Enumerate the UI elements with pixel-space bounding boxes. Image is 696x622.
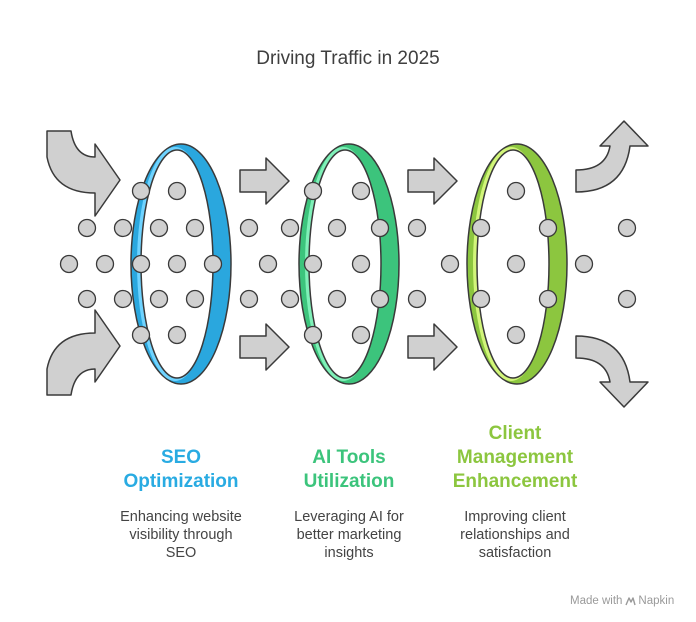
stage-description-seo: Enhancing website visibility through SEO [106,508,256,562]
traffic-dot [131,254,151,274]
traffic-dot [303,325,323,345]
traffic-dot [538,289,558,309]
stage-title-line: Management [456,447,574,468]
traffic-dot [407,289,427,309]
traffic-dot [113,218,133,238]
traffic-dot [167,181,187,201]
footer-brand: Napkin [625,595,674,607]
stage-description-line: insights [324,545,374,561]
traffic-dot [471,218,491,238]
stage-title-line: Utilization [303,471,395,492]
footer-brand-name: Napkin [638,595,675,607]
traffic-dot [370,218,390,238]
traffic-dot [280,289,300,309]
traffic-dot [167,325,187,345]
stage-title-line: SEO [160,447,202,468]
entry-arrow-top [46,130,121,217]
traffic-dot [303,181,323,201]
traffic-dot [303,254,323,274]
stage-description-client-management: Improving client relationships and satis… [440,508,590,562]
stage-description-line: satisfaction [478,545,552,561]
traffic-dot [113,289,133,309]
traffic-dot [574,254,594,274]
flow-arrow-1-bottom [239,323,290,371]
diagram-title: Driving Traffic in 2025 [256,48,440,69]
traffic-dot [351,325,371,345]
stage-description-line: relationships and [460,527,570,543]
traffic-dot [617,289,637,309]
traffic-dot [149,218,169,238]
traffic-dot [239,218,259,238]
stage-title-line: AI Tools [312,447,386,468]
footer-credit: Made with Napkin [570,595,674,607]
stage-title-line: Optimization [123,471,239,492]
traffic-dots [59,218,637,309]
traffic-dot [77,289,97,309]
flow-arrow-2-top [407,157,458,205]
napkin-logo-icon [625,596,637,605]
stage-description-line: Enhancing website [120,509,242,525]
traffic-dot [327,218,347,238]
traffic-dot [506,254,526,274]
stage-title-line: Client [488,423,542,444]
traffic-dot [440,254,460,274]
stage-description-ai-tools: Leveraging AI for better marketing insig… [274,508,424,562]
exit-arrow-bottom [575,335,649,408]
traffic-dot [149,289,169,309]
traffic-dot [280,218,300,238]
stage-title-client-management: Client Management Enhancement [425,422,605,494]
traffic-dot [239,289,259,309]
stage-description-line: SEO [165,545,197,561]
traffic-dot [617,218,637,238]
traffic-dot [471,289,491,309]
traffic-dot [327,289,347,309]
traffic-dot [538,218,558,238]
traffic-dot [351,181,371,201]
traffic-dot [258,254,278,274]
traffic-dot [351,254,371,274]
traffic-dot [370,289,390,309]
stage-title-seo: SEO Optimization [91,446,271,494]
traffic-dot [131,181,151,201]
footer-made-with: Made with [570,595,623,607]
traffic-dot [95,254,115,274]
entry-arrow-bottom [46,309,121,396]
stage-description-line: Improving client [464,509,566,525]
flow-arrow-1-top [239,157,290,205]
traffic-dot [59,254,79,274]
stage-description-line: visibility through [129,527,233,543]
stage-description-line: better marketing [296,527,402,543]
flow-arrow-2-bottom [407,323,458,371]
traffic-dot [185,218,205,238]
ring-dots [131,181,558,345]
traffic-dot [506,325,526,345]
stage-description-line: Leveraging AI for [294,509,404,525]
traffic-dot [407,218,427,238]
traffic-dot [203,254,223,274]
traffic-dot [506,181,526,201]
traffic-dot [131,325,151,345]
traffic-dot [167,254,187,274]
traffic-dot [77,218,97,238]
stage-title-line: Enhancement [452,471,578,492]
stage-title-ai-tools: AI Tools Utilization [259,446,439,494]
exit-arrow-top [575,120,649,193]
traffic-dot [185,289,205,309]
ring-ai-tools [298,143,400,385]
